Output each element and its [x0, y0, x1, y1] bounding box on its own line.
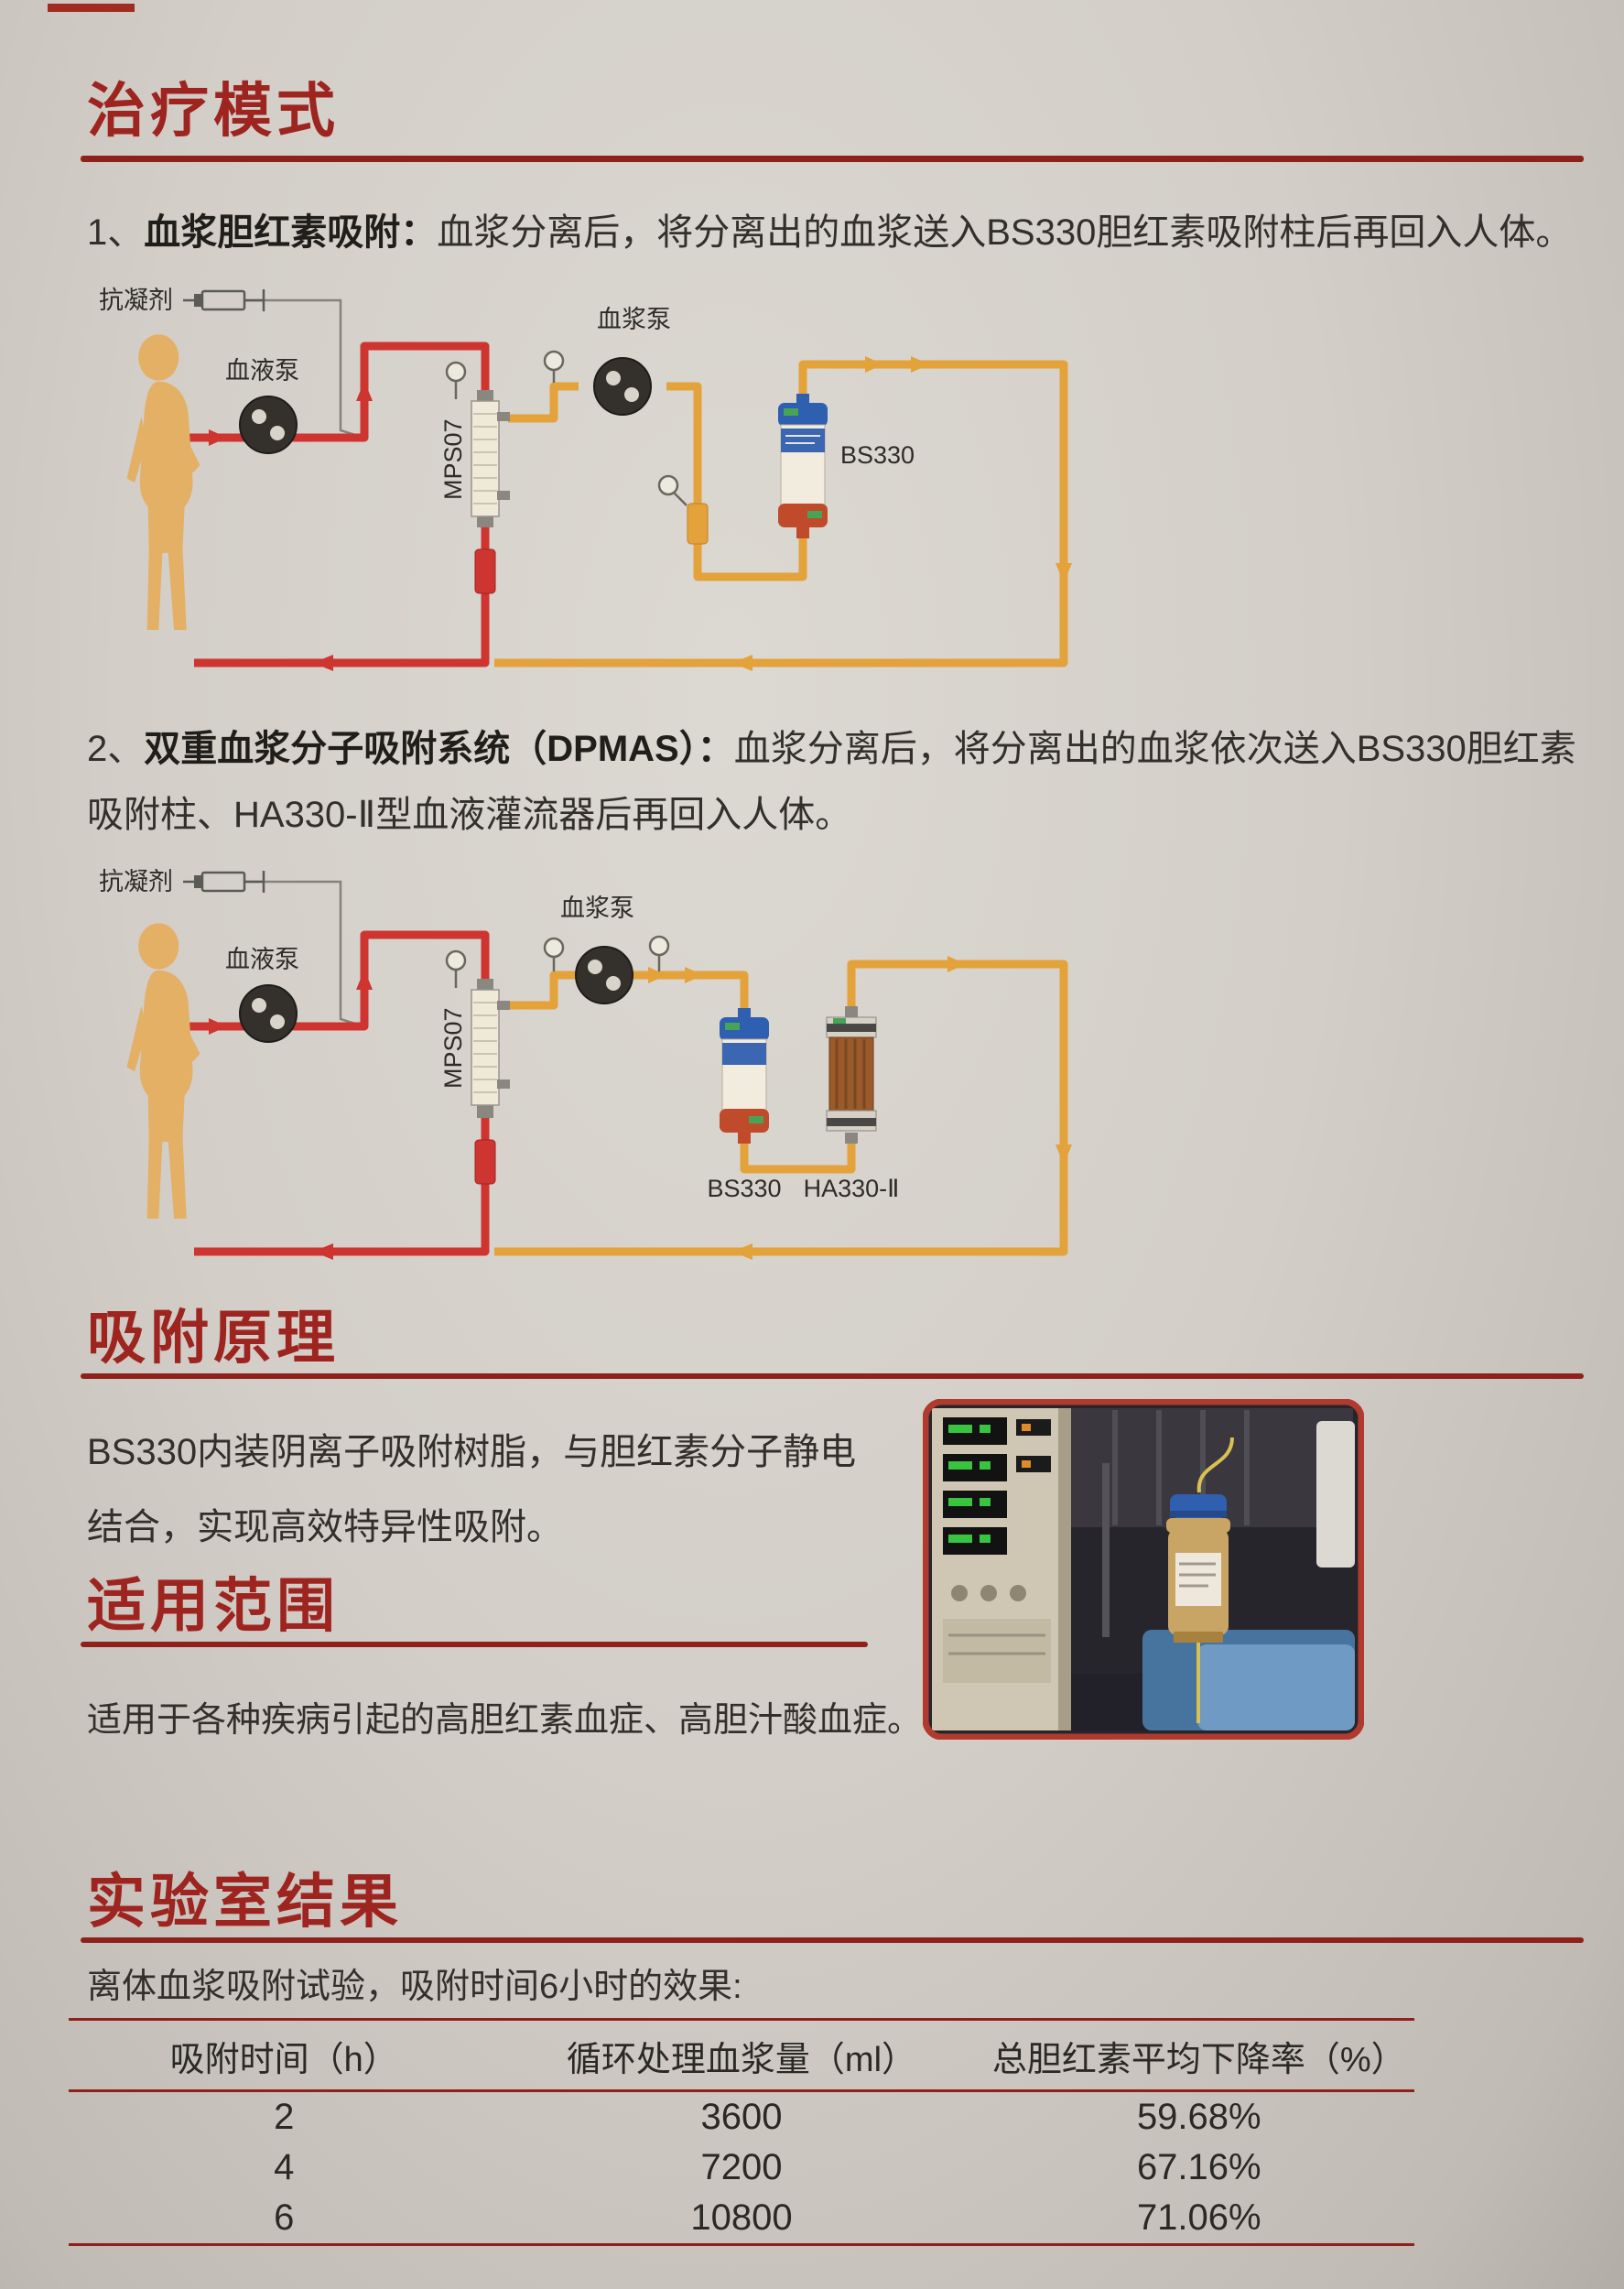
table-rule-bottom	[69, 2243, 1414, 2246]
plasma-pump-icon	[593, 357, 652, 416]
mode2-paragraph: 2、双重血浆分子吸附系统（DPMAS）：血浆分离后，将分离出的血浆依次送入BS3…	[87, 716, 1588, 848]
table-rule-top	[69, 2018, 1414, 2021]
pressure-gauge-icons	[445, 350, 687, 506]
principle-title: 吸附原理	[87, 1305, 340, 1371]
bilirubin-adsorption-column	[720, 1008, 769, 1144]
scope-title: 适用范围	[87, 1573, 340, 1639]
page-edge-mark	[48, 4, 135, 12]
patient-silhouette	[126, 923, 200, 1219]
principle-paragraph: BS330内装阴离子吸附树脂，与胆红素分子静电结合，实现高效特异性吸附。	[87, 1432, 857, 1547]
plasma-pump-label: 血浆泵	[597, 306, 671, 333]
table-header-volume: 循环处理血浆量（ml）	[566, 2041, 917, 2079]
plasma-separator	[471, 390, 510, 527]
venous-chamber	[474, 548, 496, 594]
blood-pump-icon	[239, 984, 298, 1043]
blood-flow-arrows	[209, 970, 373, 1260]
plasma-pump-label: 血浆泵	[560, 895, 634, 922]
photo-border	[923, 1399, 1364, 1740]
blood-tubing	[169, 930, 490, 1256]
patient-silhouette	[126, 334, 200, 630]
table-cell: 71.06%	[1136, 2197, 1261, 2238]
blood-tubing	[169, 342, 490, 667]
plasma-flow-arrows	[732, 356, 1072, 671]
blood-pump-label: 血液泵	[225, 357, 299, 385]
plasma-separator	[471, 979, 510, 1118]
blood-flow-arrows	[209, 381, 373, 671]
plasma-flow-arrows	[648, 956, 1072, 1260]
table-row: 4 7200 67.16%	[69, 2143, 1414, 2193]
bilirubin-adsorption-column	[778, 394, 828, 538]
table-cell: 3600	[700, 2097, 783, 2137]
title-rule	[81, 156, 1584, 162]
plasma-tubing	[494, 360, 1068, 667]
table-cell: 67.16%	[1136, 2147, 1261, 2187]
anticoagulant-label: 抗凝剂	[99, 287, 173, 314]
plasma-tubing	[494, 960, 1068, 1256]
anticoagulant-label: 抗凝剂	[99, 868, 173, 895]
ha330-label: HA330-Ⅱ	[804, 1175, 900, 1202]
syringe-icon	[183, 871, 265, 893]
mode1-desc: 血浆分离后，将分离出的血浆送入BS330胆红素吸附柱后再回入人体。	[437, 212, 1573, 253]
principle-rule	[81, 1373, 1584, 1379]
venous-chamber	[474, 1139, 496, 1185]
mode1-paragraph: 1、血浆胆红素吸附：血浆分离后，将分离出的血浆送入BS330胆红素吸附柱后再回入…	[87, 200, 1579, 266]
blood-pump-icon	[239, 396, 298, 454]
table-header-reduction: 总胆红素平均下降率（%）	[991, 2041, 1406, 2079]
blood-pump-label: 血液泵	[225, 946, 299, 973]
mode2-desc: 血浆分离后，将分离出的血浆依次送入BS330胆红素吸附柱、HA330-Ⅱ型血液灌…	[87, 729, 1576, 835]
mode2-number: 2、	[87, 729, 145, 769]
equipment-photo	[923, 1399, 1364, 1740]
pressure-gauge-icons	[445, 935, 670, 988]
table-cell: 10800	[690, 2197, 793, 2238]
table-row: 2 3600 59.68%	[69, 2092, 1414, 2143]
photo-adsorption-bottle	[1166, 1437, 1234, 1723]
plasma-pump-icon	[575, 946, 633, 1004]
diagram-plasma-bilirubin-adsorption: 抗凝剂 血液泵 MPS07 血浆泵	[99, 287, 1072, 671]
bs330-label: BS330	[840, 441, 915, 469]
table-rule-header	[69, 2089, 1414, 2092]
bs330-label: BS330	[707, 1175, 781, 1202]
mode2-name: 双重血浆分子吸附系统（DPMAS）：	[144, 729, 734, 769]
table-cell: 4	[274, 2147, 295, 2187]
table-header-row: 吸附时间（h） 循环处理血浆量（ml） 总胆红素平均下降率（%）	[69, 2021, 1414, 2089]
photo-pole	[1102, 1463, 1110, 1637]
scope-rule	[81, 1642, 868, 1647]
page-title: 治疗模式	[87, 78, 340, 144]
table-row: 6 10800 71.06%	[69, 2193, 1414, 2243]
mode1-number: 1、	[87, 212, 145, 253]
separator-label: MPS07	[439, 1007, 467, 1089]
table-cell: 2	[274, 2097, 295, 2137]
plasma-chamber	[687, 503, 709, 545]
lab-intro: 离体血浆吸附试验，吸附时间6小时的效果:	[87, 1968, 742, 2006]
table-cell: 7200	[700, 2147, 783, 2187]
mode1-name: 血浆胆红素吸附：	[144, 212, 438, 253]
lab-title: 实验室结果	[87, 1869, 403, 1935]
table-cell: 6	[274, 2197, 295, 2238]
separator-label: MPS07	[439, 418, 467, 500]
syringe-icon	[183, 289, 265, 311]
table-header-time: 吸附时间（h）	[169, 2041, 398, 2079]
table-cell: 59.68%	[1136, 2097, 1261, 2137]
diagram-dpmas: 抗凝剂 血液泵 MPS07 血浆泵	[99, 868, 1072, 1260]
hemoperfusion-column	[826, 1006, 877, 1144]
lab-rule	[81, 1937, 1584, 1943]
photo-machine-panel	[932, 1408, 1071, 1730]
lab-results-table: 吸附时间（h） 循环处理血浆量（ml） 总胆红素平均下降率（%） 2 3600 …	[69, 2018, 1414, 2246]
scope-paragraph: 适用于各种疾病引起的高胆红素血症、高胆汁酸血症。	[87, 1701, 923, 1740]
